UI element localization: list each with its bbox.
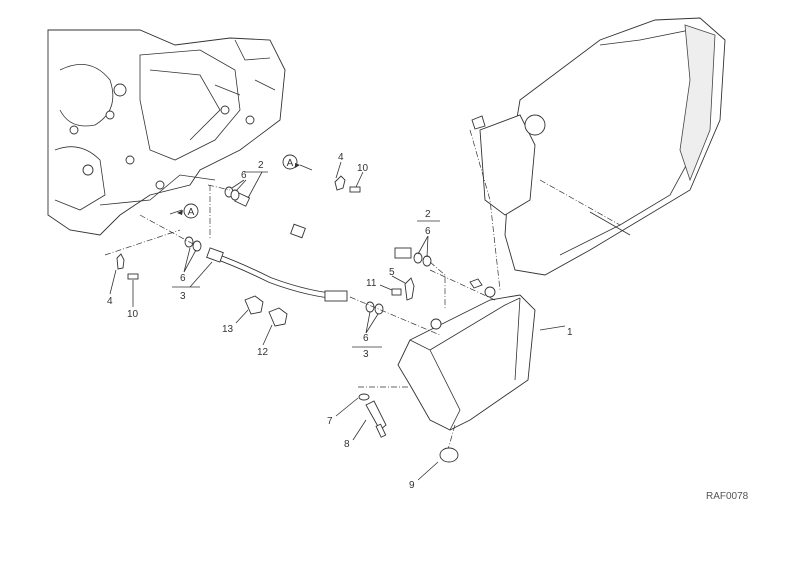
callouts: 6 2 4 10 2 6 5 11 4 10 6 3 13 12 1 6 3 7… bbox=[107, 152, 573, 491]
callout-6: 6 bbox=[363, 333, 369, 344]
callout-9: 9 bbox=[409, 480, 415, 491]
small-parts bbox=[116, 175, 415, 327]
callout-11: 11 bbox=[366, 278, 377, 289]
callout-7: 7 bbox=[327, 416, 333, 427]
callout-6: 6 bbox=[425, 226, 431, 237]
callout-1: 1 bbox=[567, 327, 573, 338]
arrow-icon bbox=[177, 210, 183, 215]
upper-hose bbox=[234, 192, 412, 259]
view-ref-a-upper: A bbox=[282, 154, 300, 170]
callout-4: 4 bbox=[107, 296, 113, 307]
o-rings bbox=[184, 186, 432, 315]
oil-cooler bbox=[349, 269, 536, 461]
sensor-parts bbox=[358, 393, 459, 463]
arrow-icon bbox=[295, 163, 300, 168]
callout-2: 2 bbox=[258, 160, 264, 171]
view-ref-label: A bbox=[287, 158, 294, 169]
callout-6: 6 bbox=[241, 170, 247, 181]
callout-12: 12 bbox=[257, 347, 269, 358]
callout-2: 2 bbox=[425, 209, 431, 220]
callout-4: 4 bbox=[338, 152, 344, 163]
radiator bbox=[469, 17, 726, 291]
drawing-code: RAF0078 bbox=[706, 491, 749, 502]
alignment-lines bbox=[104, 184, 446, 310]
leader-lines bbox=[109, 161, 566, 481]
view-ref-label: A bbox=[188, 207, 195, 218]
callout-8: 8 bbox=[344, 439, 350, 450]
callout-10: 10 bbox=[127, 309, 139, 320]
view-ref-a-lower: A bbox=[177, 203, 199, 219]
callout-3: 3 bbox=[363, 349, 369, 360]
callout-5: 5 bbox=[389, 267, 395, 278]
engine-block bbox=[47, 29, 286, 236]
callout-10: 10 bbox=[357, 163, 369, 174]
lower-hose bbox=[206, 247, 348, 302]
callout-3: 3 bbox=[180, 291, 186, 302]
callout-6: 6 bbox=[180, 273, 186, 284]
callout-13: 13 bbox=[222, 324, 234, 335]
